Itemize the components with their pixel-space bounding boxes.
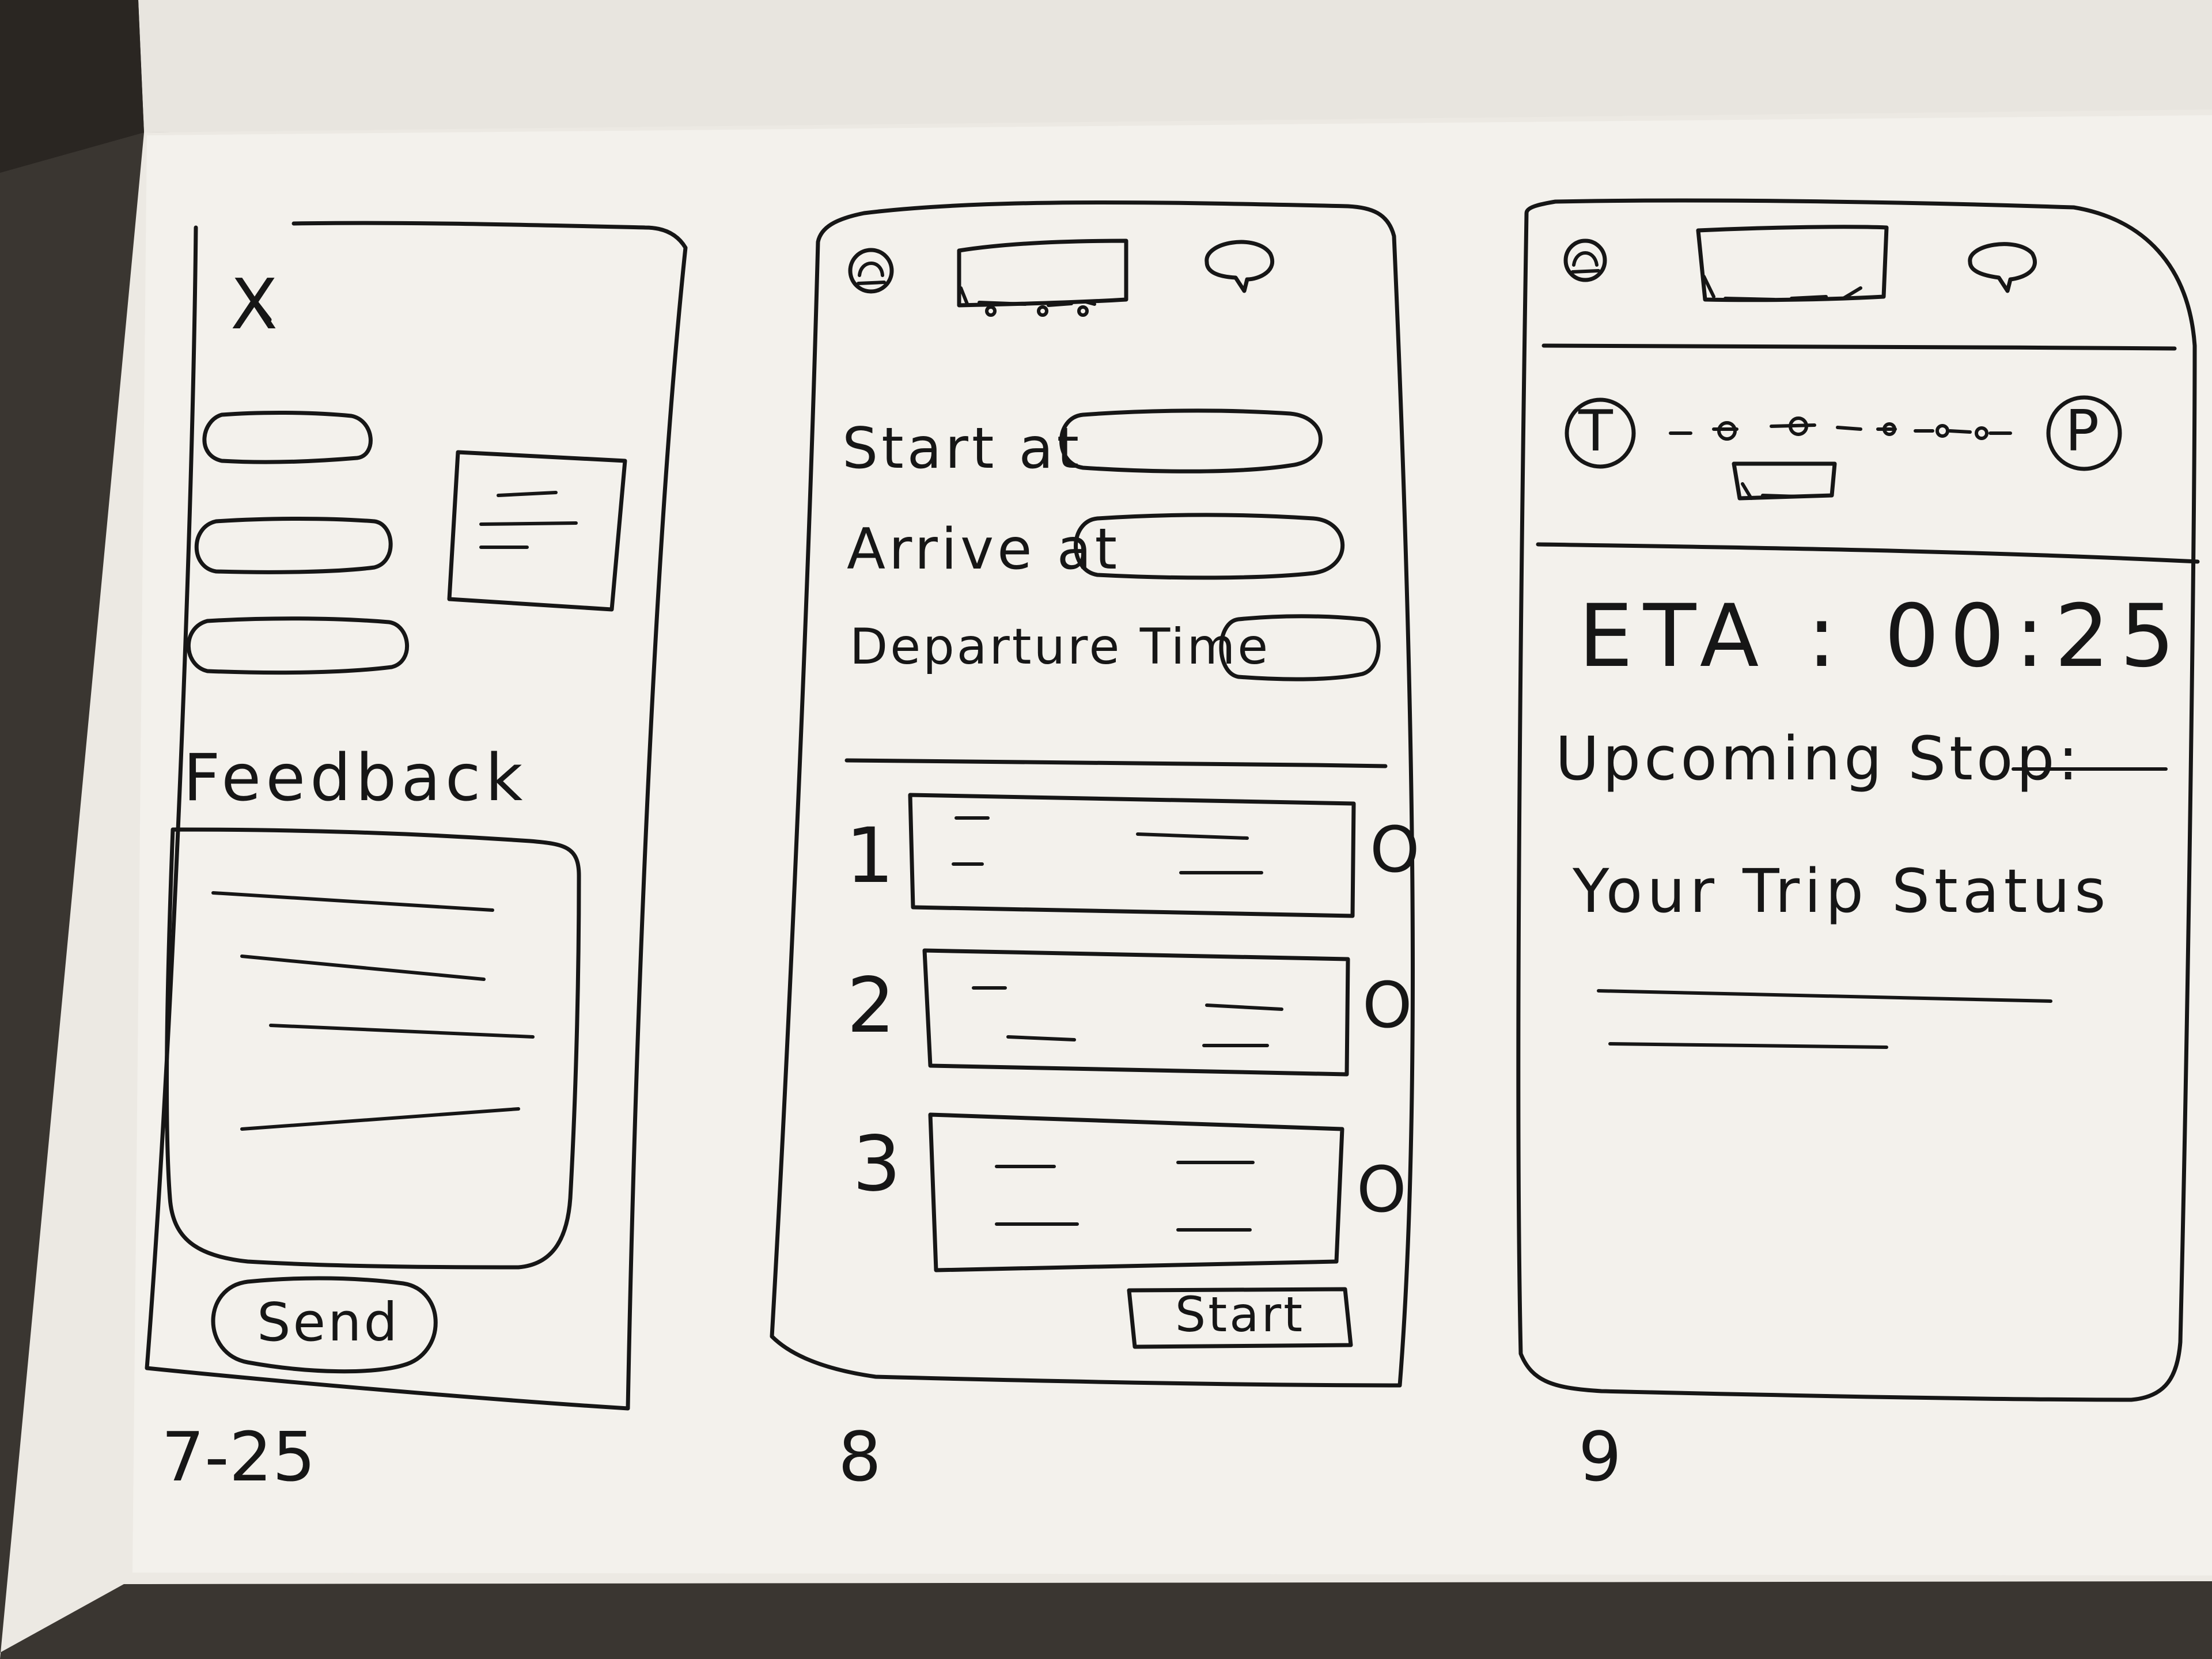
screen-9-profile-button[interactable]	[1562, 237, 1609, 285]
screen-9-profile-icon	[1563, 238, 1607, 282]
option-pill-2[interactable]	[193, 518, 397, 573]
start-button-shape	[1127, 1287, 1353, 1349]
route-option-1[interactable]	[910, 795, 1354, 913]
departure-time-input[interactable]	[1218, 615, 1385, 680]
back-page	[138, 0, 2212, 132]
start-at-input-shape	[1059, 408, 1323, 474]
route-index-3: 3	[853, 1120, 901, 1209]
send-button[interactable]: Send	[257, 1291, 400, 1353]
start-at-input[interactable]	[1057, 410, 1328, 471]
screen-8-number: 8	[838, 1417, 882, 1497]
close-icon	[238, 279, 272, 324]
route-index-1: 1	[846, 812, 894, 900]
arrive-at-input-shape	[1074, 513, 1345, 580]
option-pill-3[interactable]	[184, 618, 415, 673]
screen-9-chat-bubble-icon	[1968, 242, 2037, 293]
arrive-at-input[interactable]	[1071, 514, 1354, 578]
paper-page	[132, 115, 2212, 1575]
route-card-3	[928, 1112, 1344, 1272]
screen-9-route-divider	[1536, 542, 2200, 564]
screen-8-profile-icon	[848, 248, 894, 294]
route-radio-3[interactable]: O	[1357, 1153, 1407, 1226]
departure-time-input-shape	[1219, 614, 1381, 681]
screen-9-bus-icon	[1696, 225, 1889, 302]
close-button[interactable]: X	[230, 265, 278, 345]
feedback-input[interactable]	[170, 830, 579, 1267]
chat-button[interactable]	[1204, 233, 1279, 294]
route-option-2[interactable]	[925, 950, 1348, 1071]
eta-label: ETA : 00:25	[1578, 586, 2186, 687]
route-progress-track	[1565, 395, 2122, 471]
origin-marker: T	[1578, 399, 1613, 464]
document-thumbnail[interactable]	[452, 455, 622, 605]
screen-7-frame	[145, 221, 688, 1411]
route-index-2: 2	[847, 961, 895, 1050]
route-card-1	[908, 793, 1356, 918]
screen-9-number: 9	[1578, 1417, 1622, 1497]
option-pill-1[interactable]	[199, 412, 380, 464]
screen-9-frame	[1516, 198, 2197, 1402]
trip-status-lines	[1597, 767, 2168, 1049]
route-card-2	[922, 948, 1350, 1077]
screen-9-top-divider	[1541, 343, 2177, 351]
feedback-label: Feedback	[183, 741, 528, 816]
destination-marker: P	[2065, 399, 2100, 464]
arrive-at-label: Arrive at	[847, 517, 1121, 582]
route-option-3[interactable]	[930, 1115, 1342, 1270]
route-radio-2[interactable]: O	[1362, 968, 1412, 1042]
screen-9-chat-button[interactable]	[1965, 233, 2037, 294]
screen-8-bus-icon	[957, 238, 1128, 317]
start-at-label: Start at	[842, 416, 1083, 482]
table-shadow	[0, 0, 144, 173]
departure-time-label: Departure Time	[850, 618, 1271, 676]
document-preview	[447, 450, 627, 612]
profile-button[interactable]	[847, 248, 896, 297]
route-radio-1[interactable]: O	[1370, 813, 1420, 887]
trip-status-label: Your Trip Status	[1573, 856, 2111, 926]
screen-7-number: 7-25	[161, 1417, 316, 1497]
current-bus-position-icon	[1732, 461, 1837, 501]
feedback-textarea	[165, 827, 581, 1270]
start-button[interactable]: Start	[1175, 1286, 1305, 1343]
send-button-shape	[211, 1276, 438, 1374]
screen-8-divider	[844, 758, 1388, 768]
screen-8-frame	[770, 200, 1415, 1388]
screen-8-chat-bubble-icon	[1205, 240, 1275, 293]
upcoming-stop-label: Upcoming Stop:	[1555, 724, 2082, 794]
option-pills	[186, 410, 409, 675]
